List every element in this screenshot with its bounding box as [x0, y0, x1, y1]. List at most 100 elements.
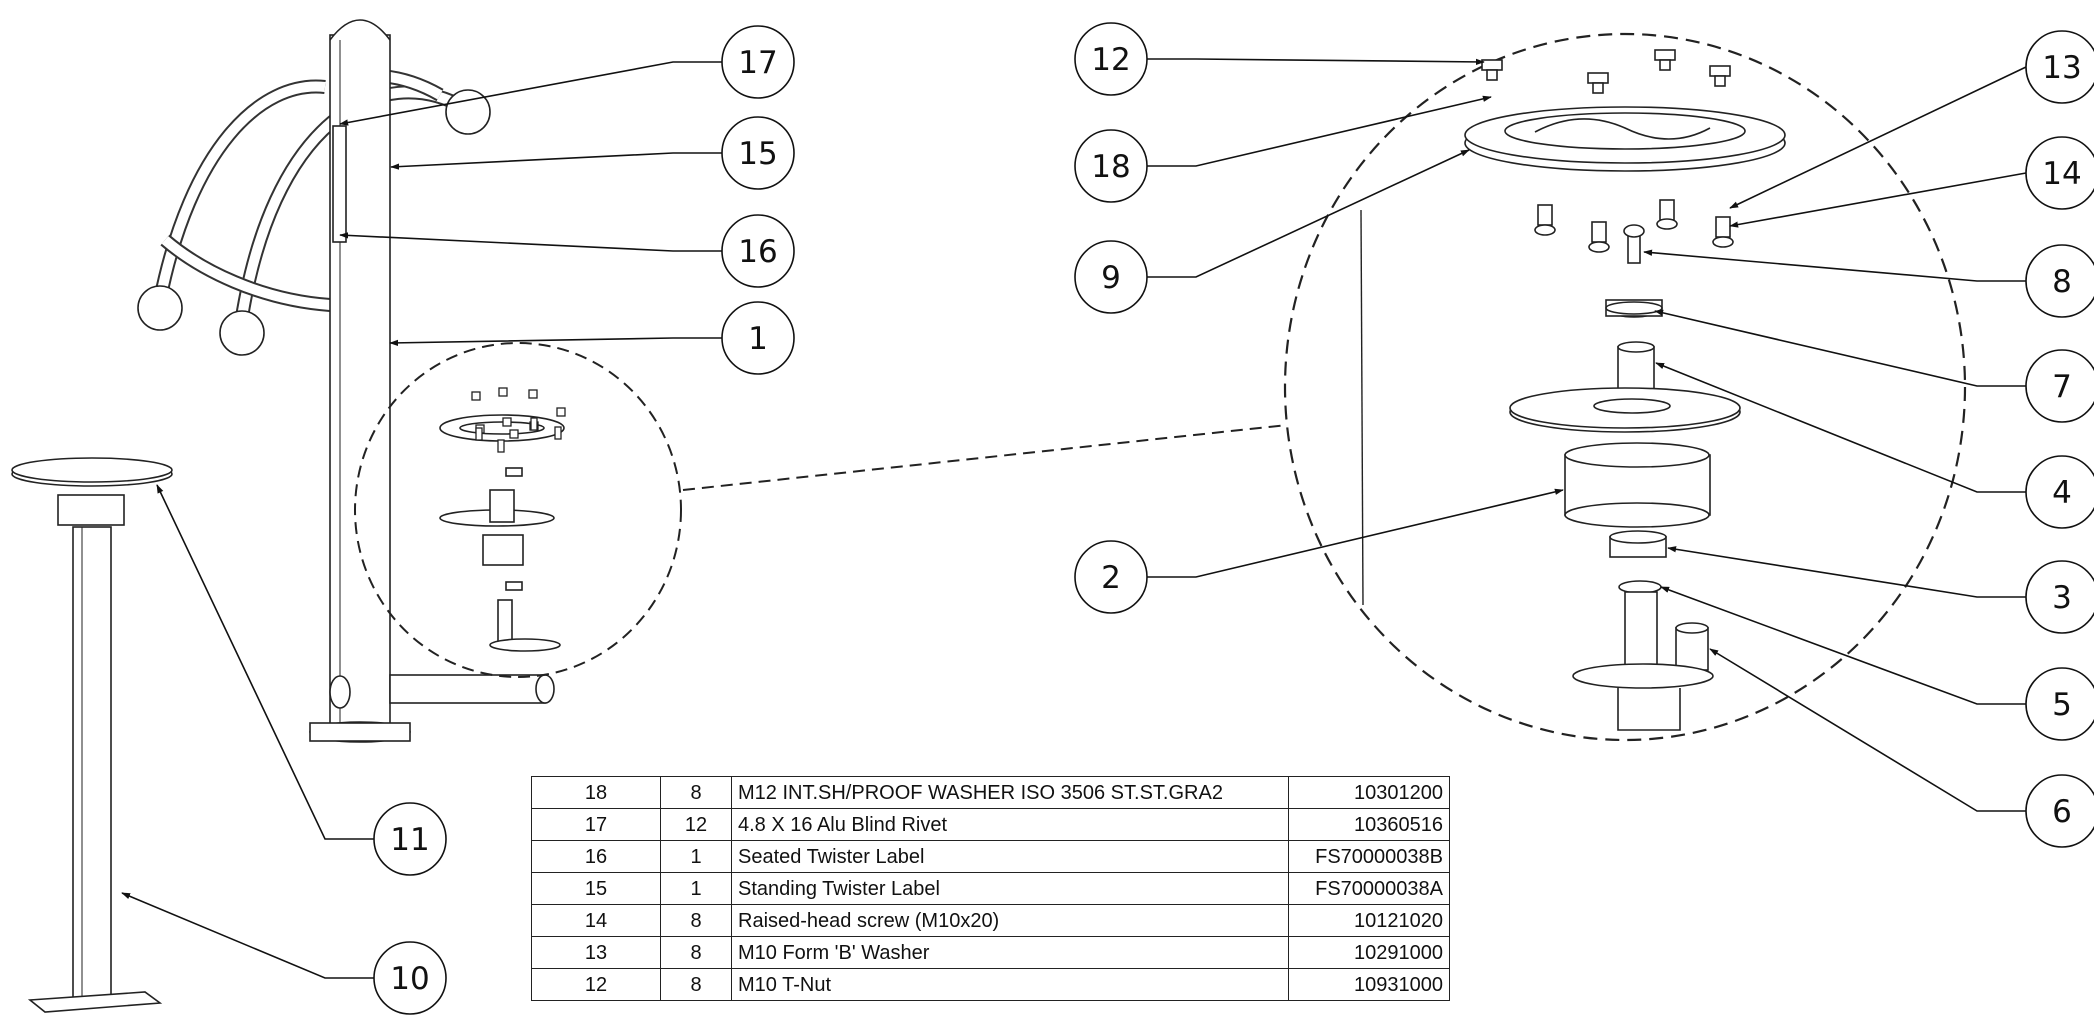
balloon-circle — [2025, 560, 2094, 634]
small-exploded-parts — [439, 387, 566, 652]
balloon-17: 17 — [721, 25, 795, 99]
balloon-11: 11 — [373, 802, 447, 876]
bom-quantity: 8 — [660, 776, 732, 809]
bom-part-number: 10931000 — [1288, 968, 1450, 1001]
balloon-circle — [2025, 667, 2094, 741]
leader-lines — [121, 58, 2027, 979]
detail-callout-small — [354, 342, 682, 678]
bom-description: M10 T-Nut — [731, 968, 1289, 1001]
bom-item-number: 15 — [531, 872, 661, 905]
balloon-label: 1 — [748, 321, 768, 357]
balloon-circle — [721, 116, 795, 190]
bom-part-number: FS70000038B — [1288, 840, 1450, 873]
bom-description: Standing Twister Label — [731, 872, 1289, 905]
bom-part-number: 10360516 — [1288, 808, 1450, 841]
balloon-13: 13 — [2025, 30, 2094, 104]
bom-description: M10 Form 'B' Washer — [731, 936, 1289, 969]
balloon-7: 7 — [2025, 349, 2094, 423]
balloon-label: 15 — [738, 136, 777, 172]
bom-quantity: 12 — [660, 808, 732, 841]
balloon-circle — [721, 25, 795, 99]
balloon-circle — [2025, 244, 2094, 318]
balloon-label: 7 — [2052, 369, 2072, 405]
balloon-label: 10 — [390, 961, 429, 997]
balloon-label: 9 — [1101, 260, 1121, 296]
bom-quantity: 1 — [660, 840, 732, 873]
twister-post-assembly — [137, 19, 555, 743]
balloon-circle — [2025, 136, 2094, 210]
balloon-12: 12 — [1074, 22, 1148, 96]
bom-item-number: 18 — [531, 776, 661, 809]
bom-quantity: 8 — [660, 936, 732, 969]
balloon-circle — [1074, 240, 1148, 314]
balloon-label: 5 — [2052, 687, 2072, 723]
balloon-label: 11 — [390, 822, 429, 858]
balloon-circle — [2025, 30, 2094, 104]
bom-quantity: 1 — [660, 872, 732, 905]
balloon-circle — [1074, 540, 1148, 614]
bom-item-number: 13 — [531, 936, 661, 969]
balloon-circle — [1074, 129, 1148, 203]
balloon-label: 4 — [2052, 475, 2072, 511]
balloon-label: 13 — [2042, 50, 2081, 86]
balloon-16: 16 — [721, 214, 795, 288]
balloon-circle — [721, 301, 795, 375]
balloon-label: 8 — [2052, 264, 2072, 300]
balloon-label: 14 — [2042, 156, 2081, 192]
bom-part-number: 10121020 — [1288, 904, 1450, 937]
balloon-3: 3 — [2025, 560, 2094, 634]
bom-description: Raised-head screw (M10x20) — [731, 904, 1289, 937]
balloon-14: 14 — [2025, 136, 2094, 210]
balloon-label: 12 — [1091, 42, 1130, 78]
bom-part-number: 10291000 — [1288, 936, 1450, 969]
balloon-circle — [373, 941, 447, 1015]
balloon-10: 10 — [373, 941, 447, 1015]
balloon-5: 5 — [2025, 667, 2094, 741]
bom-item-number: 14 — [531, 904, 661, 937]
detail-callout-large — [1283, 32, 1967, 742]
seated-twister-post — [11, 457, 173, 1013]
balloon-label: 3 — [2052, 580, 2072, 616]
balloon-label: 18 — [1091, 149, 1130, 185]
balloon-label: 6 — [2052, 794, 2072, 830]
detail-exploded-parts — [1360, 49, 1786, 731]
balloon-15: 15 — [721, 116, 795, 190]
bom-part-number: FS70000038A — [1288, 872, 1450, 905]
balloon-6: 6 — [2025, 774, 2094, 848]
bom-quantity: 8 — [660, 904, 732, 937]
bom-description: M12 INT.SH/PROOF WASHER ISO 3506 ST.ST.G… — [731, 776, 1289, 809]
balloon-4: 4 — [2025, 455, 2094, 529]
balloon-18: 18 — [1074, 129, 1148, 203]
bom-item-number: 16 — [531, 840, 661, 873]
balloon-circle — [2025, 774, 2094, 848]
balloon-9: 9 — [1074, 240, 1148, 314]
bom-description: 4.8 X 16 Alu Blind Rivet — [731, 808, 1289, 841]
balloon-1: 1 — [721, 301, 795, 375]
balloon-label: 17 — [738, 45, 777, 81]
bom-part-number: 10301200 — [1288, 776, 1450, 809]
balloon-circle — [373, 802, 447, 876]
balloon-label: 2 — [1101, 560, 1121, 596]
bom-description: Seated Twister Label — [731, 840, 1289, 873]
detail-leader-dashed — [682, 424, 1288, 491]
bom-item-number: 17 — [531, 808, 661, 841]
balloon-circle — [721, 214, 795, 288]
balloon-label: 16 — [738, 234, 777, 270]
bom-item-number: 12 — [531, 968, 661, 1001]
balloon-circle — [2025, 455, 2094, 529]
balloon-circle — [2025, 349, 2094, 423]
bom-quantity: 8 — [660, 968, 732, 1001]
balloon-8: 8 — [2025, 244, 2094, 318]
balloon-circle — [1074, 22, 1148, 96]
